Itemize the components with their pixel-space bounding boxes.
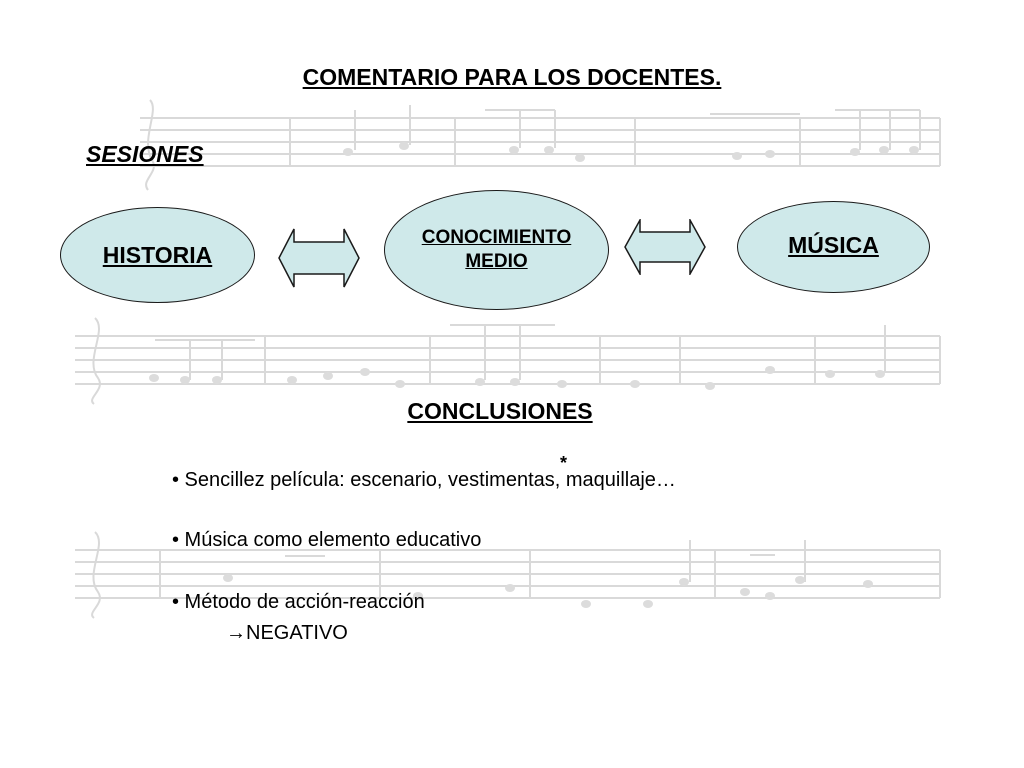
conclusions-heading: CONCLUSIONES (407, 398, 593, 424)
node-conocimiento-line1: CONOCIMIENTO (421, 227, 572, 249)
node-musica-label: MÚSICA (788, 231, 879, 258)
node-conocimiento-medio: CONOCIMIENTO MEDIO (384, 190, 609, 310)
double-arrow-right-icon (624, 219, 706, 275)
node-conocimiento-line2: MEDIO (465, 251, 528, 272)
bullet-item-2: • Música como elemento educativo (172, 529, 482, 551)
sessions-label: SESIONES (86, 141, 204, 167)
page-title: COMENTARIO PARA LOS DOCENTES. (302, 64, 722, 90)
asterisk-mark: * (560, 453, 568, 473)
node-historia: HISTORIA (60, 207, 255, 303)
sub-bullet-negativo: →NEGATIVO (226, 622, 348, 644)
double-arrow-left-icon (278, 228, 360, 288)
bullet-item-3: • Método de acción-reacción (172, 591, 425, 613)
node-musica: MÚSICA (737, 201, 930, 293)
node-historia-label: HISTORIA (102, 241, 213, 268)
staff-1 (140, 99, 941, 191)
staff-3 (75, 531, 941, 619)
staff-2 (75, 317, 941, 405)
bullet-item-1: • Sencillez película: escenario, vestime… (172, 469, 676, 491)
